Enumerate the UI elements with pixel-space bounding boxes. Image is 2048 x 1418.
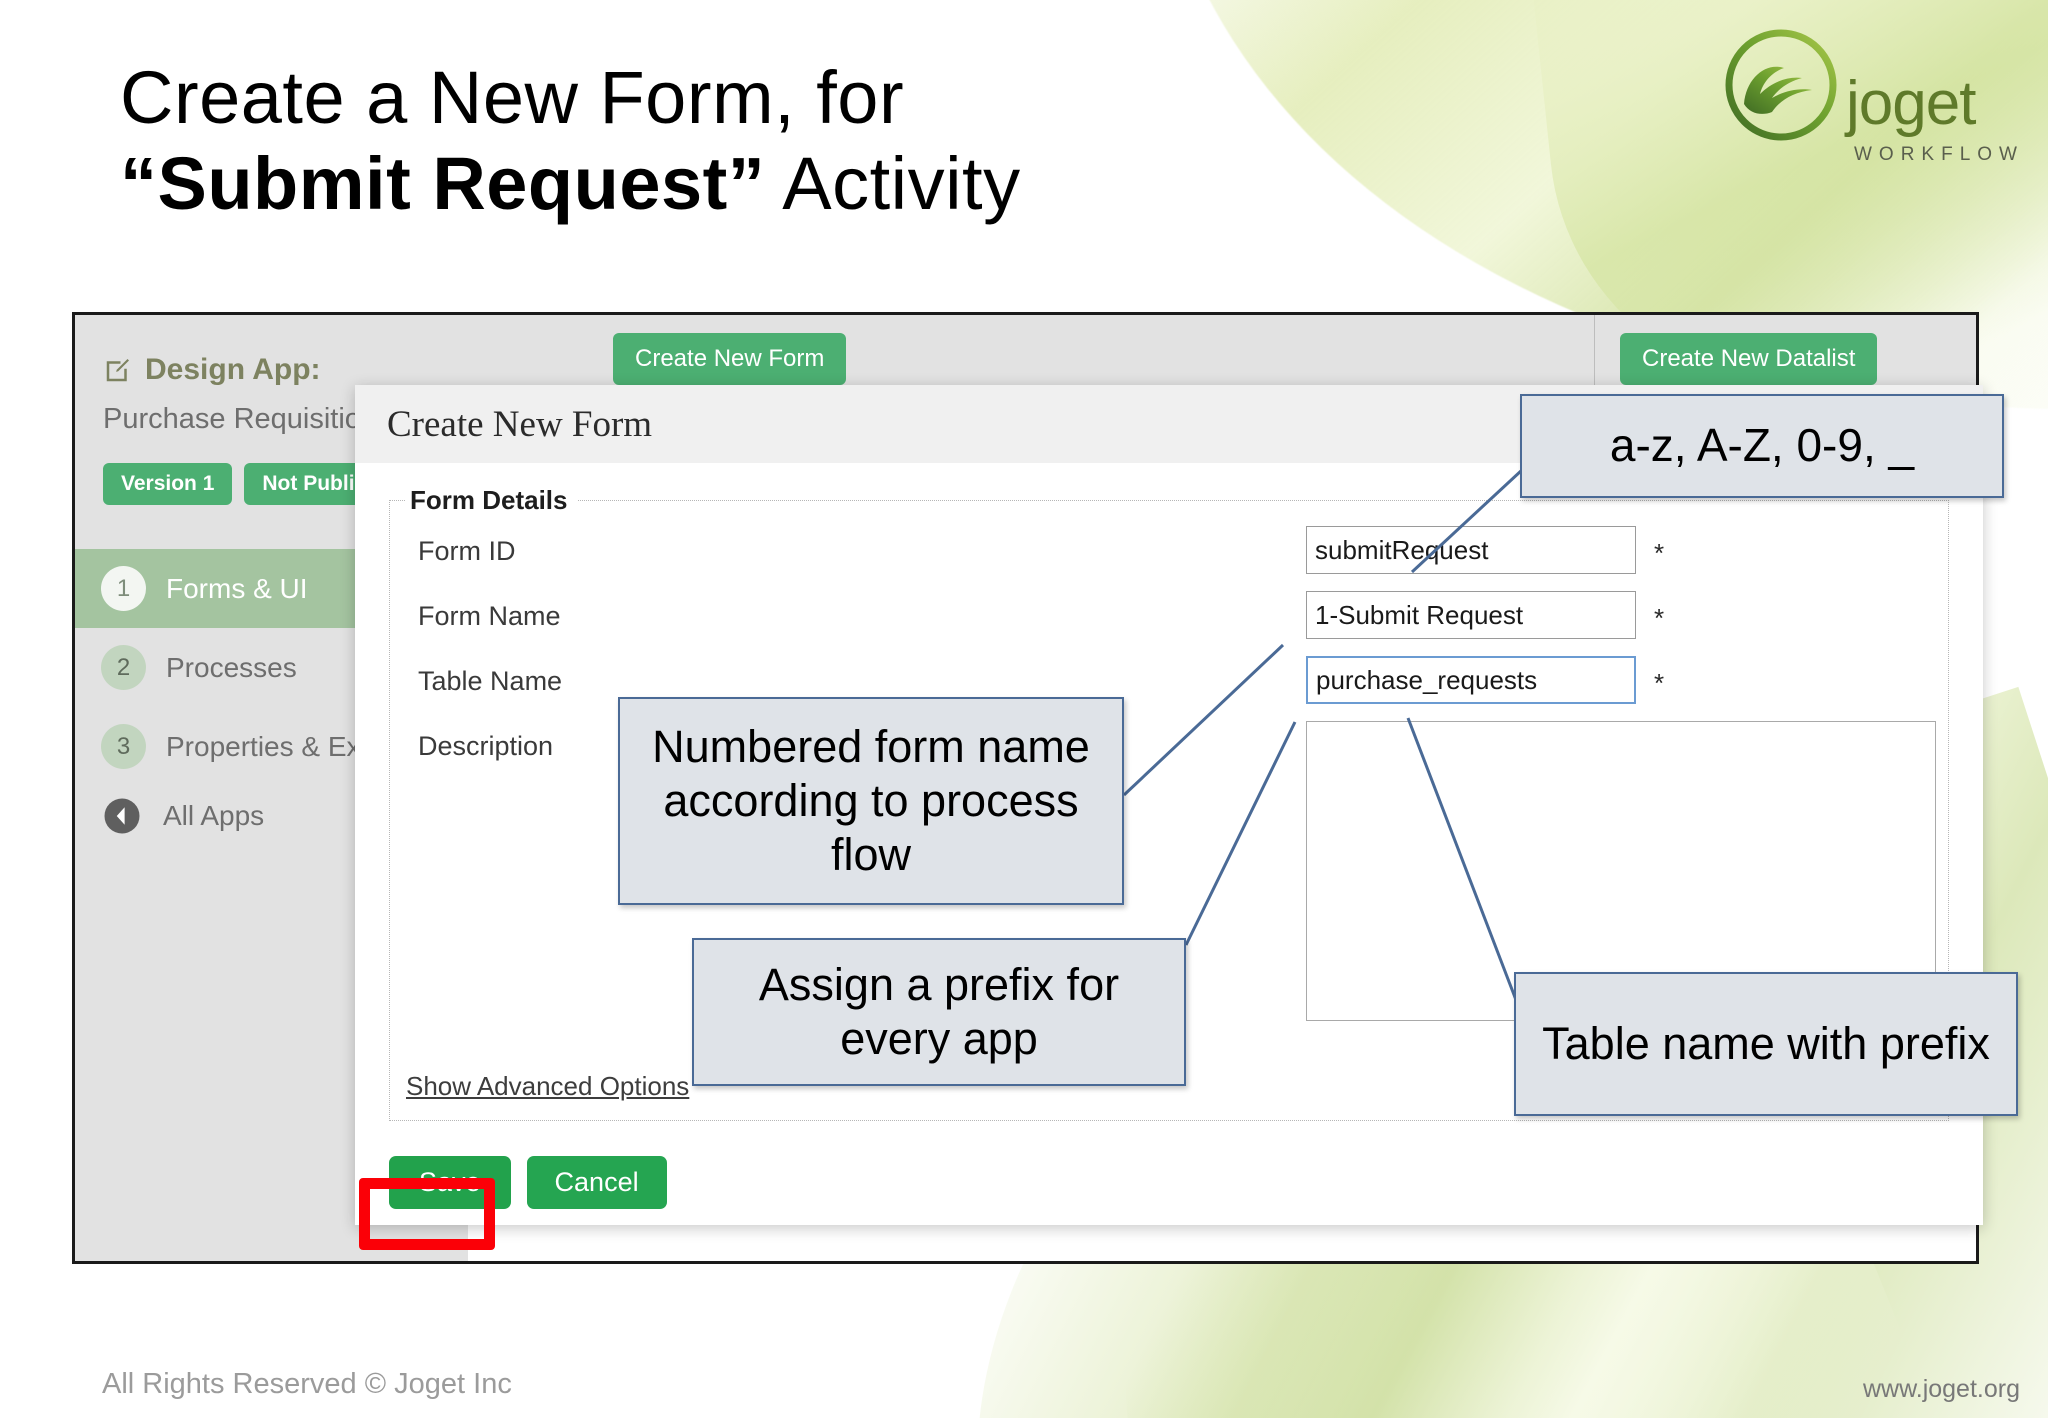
- sidebar-item-processes[interactable]: 2 Processes: [75, 628, 468, 707]
- sidebar-step-number-1: 1: [101, 566, 146, 611]
- field-row-table-name: Table Name *: [406, 656, 1932, 721]
- table-name-label: Table Name: [418, 666, 563, 696]
- design-app-label: Design App:: [145, 353, 321, 386]
- show-advanced-options-link[interactable]: Show Advanced Options: [406, 1071, 690, 1101]
- toolbar-column-datalists: Create New Datalist: [1620, 333, 1878, 385]
- field-row-form-name: Form Name *: [406, 591, 1932, 656]
- callout-prefix-rule: Assign a prefix for every app: [692, 938, 1186, 1086]
- sidebar-item-label-processes: Processes: [166, 651, 297, 683]
- cancel-button[interactable]: Cancel: [526, 1156, 667, 1209]
- callout-form-id-rule: a-z, A-Z, 0-9, _: [1520, 394, 2004, 498]
- callout-form-name-rule: Numbered form name according to process …: [618, 697, 1124, 905]
- create-new-datalist-button[interactable]: Create New Datalist: [1620, 333, 1878, 385]
- form-name-input[interactable]: [1306, 591, 1636, 639]
- form-name-required-marker: *: [1654, 603, 1665, 633]
- slide-title-line-2: “Submit Request” Activity: [120, 141, 1320, 225]
- table-name-input[interactable]: [1306, 656, 1636, 704]
- joget-tagline: WORKFLOW: [1854, 144, 2024, 165]
- joget-wordmark: joget: [1846, 69, 1976, 138]
- slide-title-line-1: Create a New Form, for: [120, 56, 905, 139]
- slide-title-emphasis: “Submit Request”: [120, 141, 766, 225]
- form-id-input[interactable]: [1306, 526, 1636, 574]
- footer-copyright: All Rights Reserved © Joget Inc: [102, 1368, 512, 1400]
- app-name: Purchase Requisition: [103, 403, 378, 435]
- footer-website: www.joget.org: [1862, 1375, 2020, 1403]
- slide-title: Create a New Form, for “Submit Request” …: [120, 58, 1320, 224]
- callout-table-name-rule: Table name with prefix: [1514, 972, 2018, 1116]
- form-id-required-marker: *: [1654, 538, 1665, 568]
- form-id-label: Form ID: [418, 536, 516, 566]
- joget-logo: joget WORKFLOW: [1708, 18, 2038, 198]
- all-apps-label: All Apps: [163, 800, 265, 831]
- slide-title-line-2-rest: Activity: [765, 141, 1021, 225]
- toolbar-column-forms: Create New Form: [613, 333, 847, 385]
- dialog-footer: Save Cancel: [389, 1156, 667, 1209]
- back-arrow-circle-icon: [104, 798, 140, 834]
- sidebar-item-all-apps[interactable]: All Apps: [101, 795, 264, 837]
- toolbar-divider: [1594, 315, 1595, 419]
- description-label: Description: [418, 731, 554, 761]
- sidebar-step-number-2: 2: [101, 645, 146, 690]
- design-app-heading: Design App:: [103, 353, 321, 387]
- save-button[interactable]: Save: [389, 1156, 511, 1209]
- form-details-legend: Form Details: [410, 485, 568, 515]
- sidebar-step-number-3: 3: [101, 724, 146, 769]
- sidebar-item-label-forms-ui: Forms & UI: [166, 572, 308, 604]
- table-name-required-marker: *: [1654, 668, 1665, 698]
- field-row-form-id: Form ID *: [406, 526, 1932, 591]
- joget-leaf-circle-icon: [1725, 29, 1837, 141]
- pencil-square-icon: [106, 359, 129, 382]
- form-name-label: Form Name: [418, 601, 561, 631]
- badge-version[interactable]: Version 1: [103, 463, 233, 505]
- create-new-form-button[interactable]: Create New Form: [613, 333, 847, 385]
